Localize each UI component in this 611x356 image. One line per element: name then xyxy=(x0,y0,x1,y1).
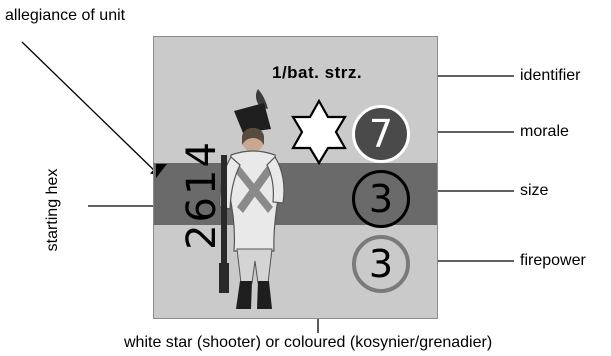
allegiance-triangle xyxy=(156,164,167,178)
allegiance-label: allegiance of unit xyxy=(5,7,126,24)
morale-label: morale xyxy=(520,123,569,140)
starting-hex-label: starting hex xyxy=(44,168,61,252)
firepower-value: 3 xyxy=(352,235,410,293)
size-value: 3 xyxy=(352,170,410,228)
firepower-label: firepower xyxy=(520,252,586,269)
unit-counter: 1/bat. strz. 2614 7 3 3 xyxy=(153,36,438,319)
soldier-figure xyxy=(219,89,285,309)
morale-value: 7 xyxy=(352,105,410,163)
allegiance-pointer xyxy=(21,41,161,177)
star-label: white star (shooter) or coloured (kosyni… xyxy=(124,334,493,351)
identifier-label: identifier xyxy=(520,67,581,84)
size-label: size xyxy=(520,182,549,199)
shooter-star-icon xyxy=(291,98,347,166)
unit-identifier: 1/bat. strz. xyxy=(272,63,363,82)
